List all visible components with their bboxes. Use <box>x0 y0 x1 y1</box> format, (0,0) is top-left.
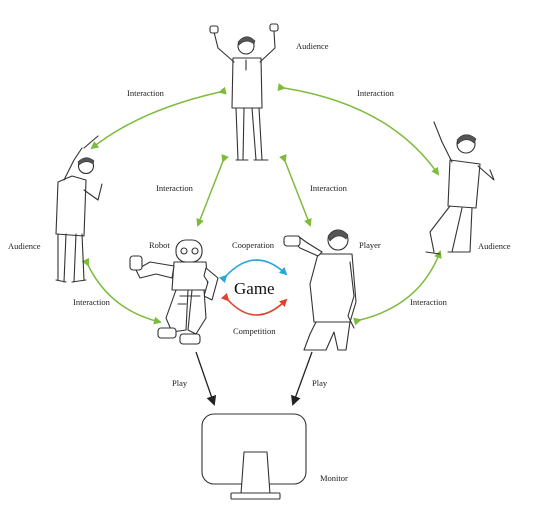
competition-label: Competition <box>233 326 276 336</box>
play-arrow-robot <box>195 351 217 406</box>
game-label: Game <box>234 279 275 298</box>
audience-right-label: Audience <box>478 241 511 251</box>
interaction-top-left-label: Interaction <box>127 88 165 98</box>
game-cycle <box>218 259 288 316</box>
interaction-top-right-label: Interaction <box>357 88 395 98</box>
audience-left-label: Audience <box>8 241 41 251</box>
monitor-label: Monitor <box>320 473 348 483</box>
left-audience-figure-icon <box>55 135 103 283</box>
monitor-icon <box>201 413 307 500</box>
play-arrows <box>195 351 313 406</box>
interaction-bottom-left-label: Interaction <box>73 297 111 307</box>
interaction-arrows <box>81 83 442 326</box>
arrow-player-to-right-audience <box>353 250 442 326</box>
interaction-bottom-right-label: Interaction <box>410 297 448 307</box>
arrow-left-audience-to-robot <box>81 257 162 325</box>
right-audience-figure-icon <box>425 121 495 255</box>
competition-arrow <box>220 292 288 316</box>
play-right-label: Play <box>312 378 328 388</box>
interaction-mid-right-label: Interaction <box>310 183 348 193</box>
arrow-top-audience-to-left-audience <box>90 86 227 150</box>
player-figure-icon <box>283 229 357 351</box>
robot-figure-icon <box>129 239 219 345</box>
interaction-mid-left-label: Interaction <box>156 183 194 193</box>
arrow-top-audience-to-right-audience <box>277 83 440 176</box>
arrow-top-audience-to-robot <box>196 153 229 227</box>
play-arrow-player <box>291 351 313 406</box>
arrow-top-audience-to-player <box>279 153 312 227</box>
audience-top-label: Audience <box>296 41 329 51</box>
cooperation-label: Cooperation <box>232 240 275 250</box>
robot-label: Robot <box>149 240 170 250</box>
cooperation-arrow <box>218 259 288 284</box>
player-label: Player <box>359 240 381 250</box>
labels: Audience Audience Audience Robot Player … <box>8 41 511 483</box>
play-left-label: Play <box>172 378 188 388</box>
top-audience-figure-icon <box>209 23 279 161</box>
